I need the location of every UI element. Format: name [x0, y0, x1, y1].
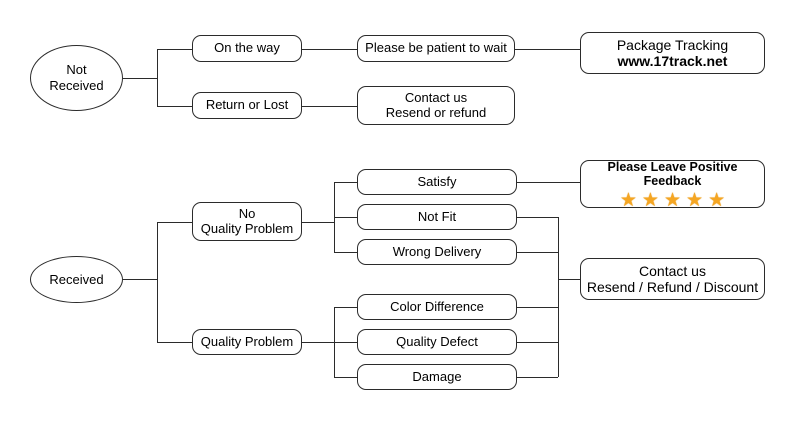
contact-line2: Resend or refund [385, 104, 487, 120]
node-contact-us-resend-refund-discount: Contact us Resend / Refund / Discount [580, 258, 765, 300]
contact-line1: Contact us [404, 89, 468, 105]
connector-on-the-way-to-wait [302, 49, 357, 50]
node-positive-feedback: Please Leave Positive Feedback ★ ★ ★ ★ ★ [580, 159, 765, 210]
node-not-fit-label: Not Fit [417, 208, 457, 224]
node-received: Received [30, 256, 123, 303]
node-satisfy: Satisfy [357, 169, 517, 195]
star-icon: ★ [641, 190, 659, 212]
star-icon: ★ [619, 190, 637, 212]
node-please-be-patient-label: Please be patient to wait [365, 40, 507, 56]
connector-to-not-fit [334, 217, 357, 218]
quality-problem-label: Quality Problem [200, 333, 294, 349]
node-not-fit: Not Fit [357, 204, 517, 230]
connector-to-quality-defect [334, 342, 357, 343]
connector-to-satisfy [334, 182, 357, 183]
connector-not-received-spine [157, 49, 158, 107]
node-not-received-line2: Received [49, 78, 104, 93]
node-contact-us-resend-refund: Contact us Resend or refund [357, 86, 515, 125]
node-received-label: Received [49, 271, 104, 287]
connector-not-received-stem [123, 78, 157, 79]
connector-satisfy-to-feedback [517, 182, 580, 183]
node-damage-label: Damage [412, 368, 462, 384]
node-no-quality-problem: No Quality Problem [192, 202, 302, 241]
tracking-line2: www.17track.net [617, 53, 728, 69]
node-wrong-delivery-label: Wrong Delivery [392, 243, 482, 259]
connector-to-quality-problem [157, 342, 192, 343]
connector-to-no-quality-problem [157, 222, 192, 223]
star-icon: ★ [686, 190, 704, 212]
star-icon: ★ [708, 190, 726, 212]
contact2-line2: Resend / Refund / Discount [586, 279, 759, 295]
node-package-tracking: Package Tracking www.17track.net [580, 32, 765, 74]
node-on-the-way: On the way [192, 35, 302, 62]
star-icon: ★ [663, 190, 682, 212]
connector-received-spine [157, 222, 158, 342]
node-return-or-lost: Return or Lost [192, 92, 302, 119]
connector-quality-defect-bus [517, 342, 558, 343]
connector-to-return-or-lost [157, 106, 192, 107]
node-not-received-line1: Not [66, 62, 87, 78]
star-rating: ★ ★ ★ ★ ★ [620, 191, 725, 210]
node-wrong-delivery: Wrong Delivery [357, 239, 517, 265]
node-not-received: Not Received [30, 45, 123, 111]
connector-received-stem [123, 279, 157, 280]
connector-color-difference-bus [517, 307, 558, 308]
node-satisfy-label: Satisfy [417, 173, 457, 189]
node-color-difference: Color Difference [357, 294, 517, 320]
connector-bus-to-contact [558, 279, 580, 280]
connector-to-damage [334, 377, 357, 378]
node-please-be-patient: Please be patient to wait [357, 35, 515, 62]
connector-issue-bus-spine [558, 217, 559, 377]
connector-to-wrong-delivery [334, 252, 357, 253]
connector-to-on-the-way [157, 49, 192, 50]
no-quality-problem-line1: No [238, 205, 256, 221]
connector-return-to-contact [302, 106, 357, 107]
connector-nqp-stem [302, 222, 334, 223]
node-color-difference-label: Color Difference [390, 298, 484, 314]
connector-wrong-delivery-bus [517, 252, 558, 253]
node-quality-problem: Quality Problem [192, 329, 302, 355]
node-on-the-way-label: On the way [214, 40, 280, 56]
connector-to-color-difference [334, 307, 357, 308]
node-damage: Damage [357, 364, 517, 390]
no-quality-problem-line2: Quality Problem [200, 220, 294, 236]
connector-not-fit-bus [517, 217, 558, 218]
tracking-line1: Package Tracking [616, 36, 729, 53]
node-return-or-lost-label: Return or Lost [205, 97, 289, 113]
connector-qp-stem [302, 342, 334, 343]
node-quality-defect: Quality Defect [357, 329, 517, 355]
connector-damage-bus [517, 377, 558, 378]
connector-wait-to-tracking [515, 49, 580, 50]
contact2-line1: Contact us [639, 262, 706, 279]
feedback-title: Please Leave Positive Feedback [607, 159, 738, 188]
node-quality-defect-label: Quality Defect [396, 333, 478, 349]
